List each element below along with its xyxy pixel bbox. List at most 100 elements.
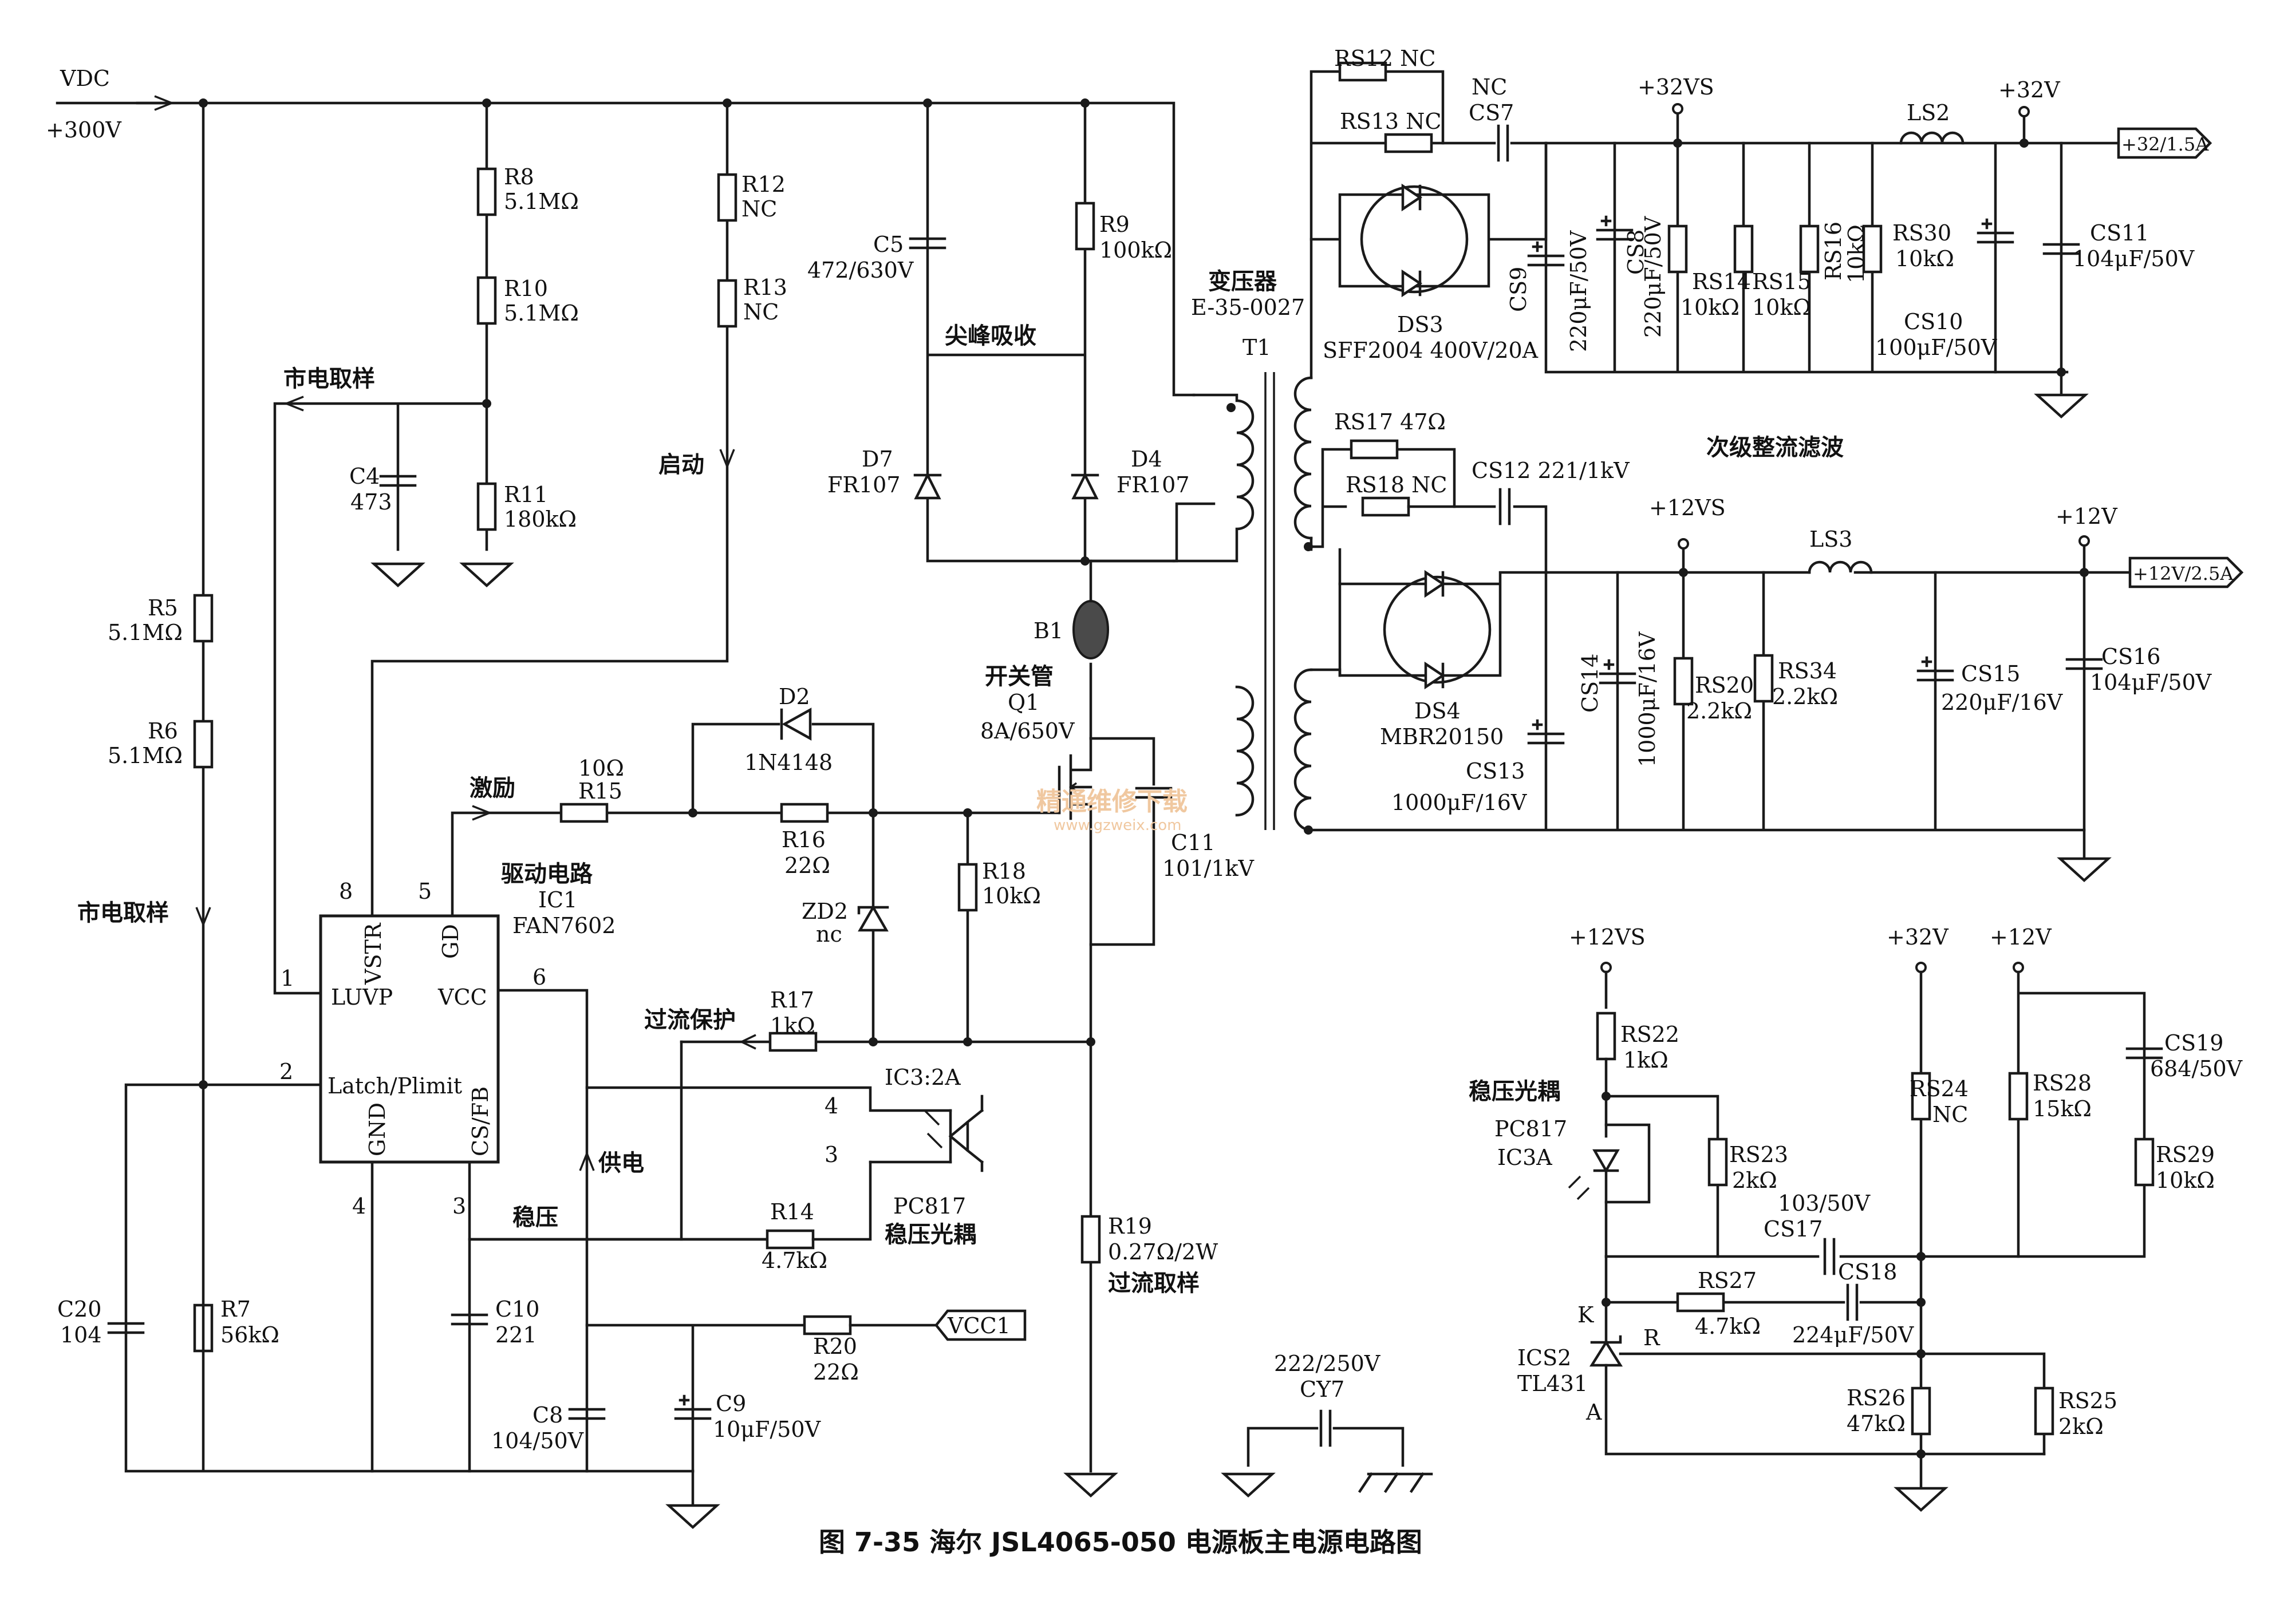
svg-text:10μF/50V: 10μF/50V xyxy=(713,1417,821,1442)
svg-text:R5: R5 xyxy=(148,595,178,621)
svg-text:47kΩ: 47kΩ xyxy=(1847,1411,1906,1436)
ds4-diode xyxy=(1383,575,1492,684)
svg-text:+12V/2.5A: +12V/2.5A xyxy=(2133,563,2234,584)
rs26-resistor xyxy=(1912,1388,1930,1434)
svg-text:8: 8 xyxy=(339,879,353,904)
svg-text:RS22: RS22 xyxy=(1620,1022,1679,1047)
r14-resistor xyxy=(767,1231,813,1248)
svg-text:IC1: IC1 xyxy=(538,887,577,912)
svg-text:ICS2: ICS2 xyxy=(1517,1345,1571,1370)
svg-text:6: 6 xyxy=(532,965,546,990)
pc817-led xyxy=(1592,1149,1620,1173)
svg-text:10kΩ: 10kΩ xyxy=(2156,1168,2215,1193)
mains-sample-left-label: 市电取样 xyxy=(77,900,169,926)
svg-text:2kΩ: 2kΩ xyxy=(1732,1168,1777,1193)
svg-text:CS10: CS10 xyxy=(1904,309,1963,334)
svg-text:稳压光耦: 稳压光耦 xyxy=(1469,1078,1560,1105)
b1-bead xyxy=(1072,600,1109,659)
svg-text:+32/1.5A: +32/1.5A xyxy=(2121,133,2209,155)
svg-text:5.1MΩ: 5.1MΩ xyxy=(504,301,579,326)
svg-text:+32V: +32V xyxy=(1998,77,2060,102)
rs27-resistor xyxy=(1678,1294,1723,1311)
r15-resistor xyxy=(561,804,607,821)
cs18-capacitor xyxy=(1848,1285,1857,1319)
svg-text:CY7: CY7 xyxy=(1300,1377,1344,1402)
svg-text:1kΩ: 1kΩ xyxy=(1623,1048,1669,1073)
svg-text:LUVP: LUVP xyxy=(331,985,393,1010)
svg-text:稳压光耦: 稳压光耦 xyxy=(885,1222,976,1248)
rs13-resistor xyxy=(1386,135,1431,152)
svg-text:T1: T1 xyxy=(1242,335,1271,360)
r8-resistor xyxy=(478,169,495,215)
r18-resistor xyxy=(959,864,976,910)
svg-text:RS26: RS26 xyxy=(1847,1385,1906,1410)
svg-text:RS34: RS34 xyxy=(1778,658,1837,683)
svg-text:+32VS: +32VS xyxy=(1638,74,1714,100)
figure-caption: 图 7-35 海尔 JSL4065-050 电源板主电源电路图 xyxy=(819,1527,1422,1558)
svg-text:LS2: LS2 xyxy=(1907,100,1950,125)
svg-text:RS18 NC: RS18 NC xyxy=(1346,472,1447,497)
svg-text:10kΩ: 10kΩ xyxy=(1681,295,1740,320)
svg-text:15kΩ: 15kΩ xyxy=(2033,1096,2092,1121)
svg-text:R7: R7 xyxy=(220,1297,251,1322)
rs20-resistor xyxy=(1675,658,1692,704)
svg-text:NC: NC xyxy=(743,299,779,325)
svg-text:R19: R19 xyxy=(1108,1214,1152,1239)
svg-text:CS15: CS15 xyxy=(1961,661,2020,686)
svg-text:D4: D4 xyxy=(1131,446,1162,472)
svg-text:CS14: CS14 xyxy=(1577,654,1603,713)
svg-text:+12V: +12V xyxy=(2056,504,2117,529)
secondary-12v: RS17 47Ω RS18 NC CS12 221/1kV 次级整流滤波 DS4… xyxy=(1309,409,2244,880)
svg-text:GND: GND xyxy=(365,1103,390,1156)
svg-text:D7: D7 xyxy=(862,446,893,472)
svg-text:IC3A: IC3A xyxy=(1497,1145,1552,1170)
svg-text:CS9: CS9 xyxy=(1506,267,1531,312)
svg-text:SFF2004 400V/20A: SFF2004 400V/20A xyxy=(1323,338,1539,363)
svg-text:B1: B1 xyxy=(1034,618,1063,643)
svg-text:VCC: VCC xyxy=(437,985,487,1010)
svg-text:1000μF/16V: 1000μF/16V xyxy=(1635,631,1660,767)
svg-text:NC: NC xyxy=(1932,1102,1968,1127)
svg-text:1000μF/16V: 1000μF/16V xyxy=(1391,790,1527,815)
svg-text:RS27: RS27 xyxy=(1698,1268,1757,1293)
rs16-resistor xyxy=(1801,226,1818,272)
secondary-label: 次级整流滤波 xyxy=(1706,434,1844,461)
svg-text:180kΩ: 180kΩ xyxy=(504,507,577,532)
svg-text:+12V: +12V xyxy=(1990,924,2052,950)
svg-text:R18: R18 xyxy=(982,859,1026,884)
svg-text:3: 3 xyxy=(452,1194,466,1219)
svg-text:2kΩ: 2kΩ xyxy=(2058,1414,2104,1439)
svg-text:R9: R9 xyxy=(1099,212,1130,237)
svg-text:TL431: TL431 xyxy=(1517,1371,1588,1396)
rs18-resistor xyxy=(1363,498,1409,515)
svg-text:22Ω: 22Ω xyxy=(813,1360,859,1385)
mains-sample-top-label: 市电取样 xyxy=(283,366,375,392)
d2-diode xyxy=(782,708,812,741)
svg-text:R14: R14 xyxy=(770,1199,814,1224)
svg-text:2.2kΩ: 2.2kΩ xyxy=(1686,698,1752,724)
rs22-resistor xyxy=(1598,1013,1615,1059)
svg-text:FR107: FR107 xyxy=(827,472,901,497)
svg-text:104μF/50V: 104μF/50V xyxy=(2073,246,2195,271)
r6-resistor xyxy=(195,721,212,767)
svg-text:10kΩ: 10kΩ xyxy=(1895,246,1954,271)
v300-label: +300V xyxy=(46,117,121,143)
regulate-label: 稳压 xyxy=(512,1204,558,1231)
svg-text:10Ω: 10Ω xyxy=(578,756,624,781)
r10-resistor xyxy=(478,278,495,323)
svg-text:3: 3 xyxy=(825,1142,838,1167)
svg-text:CS/FB: CS/FB xyxy=(468,1086,493,1156)
svg-text:RS14: RS14 xyxy=(1692,269,1751,294)
svg-text:C4: C4 xyxy=(349,464,380,489)
svg-text:5: 5 xyxy=(418,879,432,904)
rs28-resistor xyxy=(2010,1073,2027,1119)
svg-text:R8: R8 xyxy=(504,164,534,189)
svg-text:C20: C20 xyxy=(57,1297,101,1322)
switch-tube-label: 开关管 xyxy=(985,663,1054,690)
svg-text:MBR20150: MBR20150 xyxy=(1380,724,1504,749)
vdc-label: VDC xyxy=(60,66,110,91)
svg-text:DS3: DS3 xyxy=(1397,312,1443,337)
svg-text:IC3:2A: IC3:2A xyxy=(885,1065,961,1090)
svg-text:RS29: RS29 xyxy=(2156,1142,2215,1167)
watermark-url: www.gzweix.com xyxy=(1054,817,1182,834)
